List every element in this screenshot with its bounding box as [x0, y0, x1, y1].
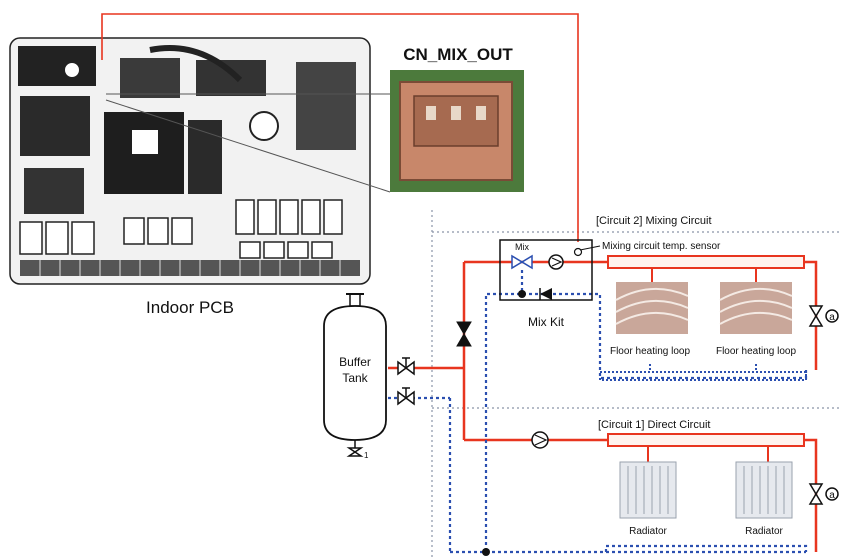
circuit2-bypass-symbol: a — [829, 312, 835, 323]
connector-pin — [451, 106, 461, 120]
tank-label-line1: Buffer — [339, 355, 371, 369]
mix-kit-label: Mix Kit — [528, 315, 565, 329]
mix-circuit-manifold — [608, 256, 804, 268]
pcb-chip — [24, 168, 84, 214]
connector-pin — [476, 106, 486, 120]
indoor-pcb: Indoor PCB — [10, 38, 390, 317]
return-junction — [482, 548, 490, 556]
tank-label-line2: Tank — [342, 371, 368, 385]
bypass-junction — [518, 290, 526, 298]
pcb-chip — [120, 58, 180, 98]
mix-valve-label: Mix — [515, 242, 529, 252]
circuit2-bypass-valve-icon — [810, 306, 822, 326]
pcb-chip — [132, 130, 158, 154]
tank-drain-valve-icon — [349, 448, 361, 456]
connector-pin — [426, 106, 436, 120]
pcb-chip — [196, 60, 266, 96]
circuit1-bypass-symbol: a — [829, 490, 835, 501]
pcb-chip — [20, 96, 90, 156]
riser-check-valve-icon — [457, 322, 471, 346]
pcb-chip — [296, 62, 356, 150]
radiator-2: Radiator — [736, 462, 792, 537]
floor-loop-returns — [650, 364, 756, 372]
radiator-1: Radiator — [620, 462, 676, 537]
tank-vent — [350, 294, 360, 306]
pcb-chip — [18, 46, 96, 86]
connector-cavity — [414, 96, 498, 146]
circuit1-title: [Circuit 1] Direct Circuit — [598, 419, 710, 431]
radiator-1-label: Radiator — [629, 526, 667, 537]
connector-callout: CN_MIX_OUT — [390, 45, 524, 192]
pcb-chip — [188, 120, 222, 194]
circuit1-bypass-valve-icon — [810, 484, 822, 504]
floor-loop-2: Floor heating loop — [716, 282, 796, 357]
mix-check-valve-icon — [540, 288, 552, 300]
pcb-capacitor — [250, 112, 278, 140]
floor-loop-2-label: Floor heating loop — [716, 346, 796, 357]
circuit2-title: [Circuit 2] Mixing Circuit — [596, 215, 712, 227]
pcb-label: Indoor PCB — [146, 298, 234, 317]
tank-drain-index: 1 — [364, 451, 369, 460]
pcb-capacitor — [64, 62, 80, 78]
mix-sensor-label: Mixing circuit temp. sensor — [602, 241, 721, 252]
mix-circuit-return-loop — [804, 262, 816, 370]
buffer-tank: Buffer Tank 1 — [324, 294, 386, 460]
floor-loop-1: Floor heating loop — [610, 282, 690, 357]
mix-valve-icon — [512, 256, 532, 268]
floor-loop-1-label: Floor heating loop — [610, 346, 690, 357]
radiator-2-label: Radiator — [745, 526, 783, 537]
pcb-terminal-strip — [20, 260, 360, 276]
direct-circuit-manifold — [608, 434, 804, 446]
connector-label: CN_MIX_OUT — [403, 45, 513, 64]
